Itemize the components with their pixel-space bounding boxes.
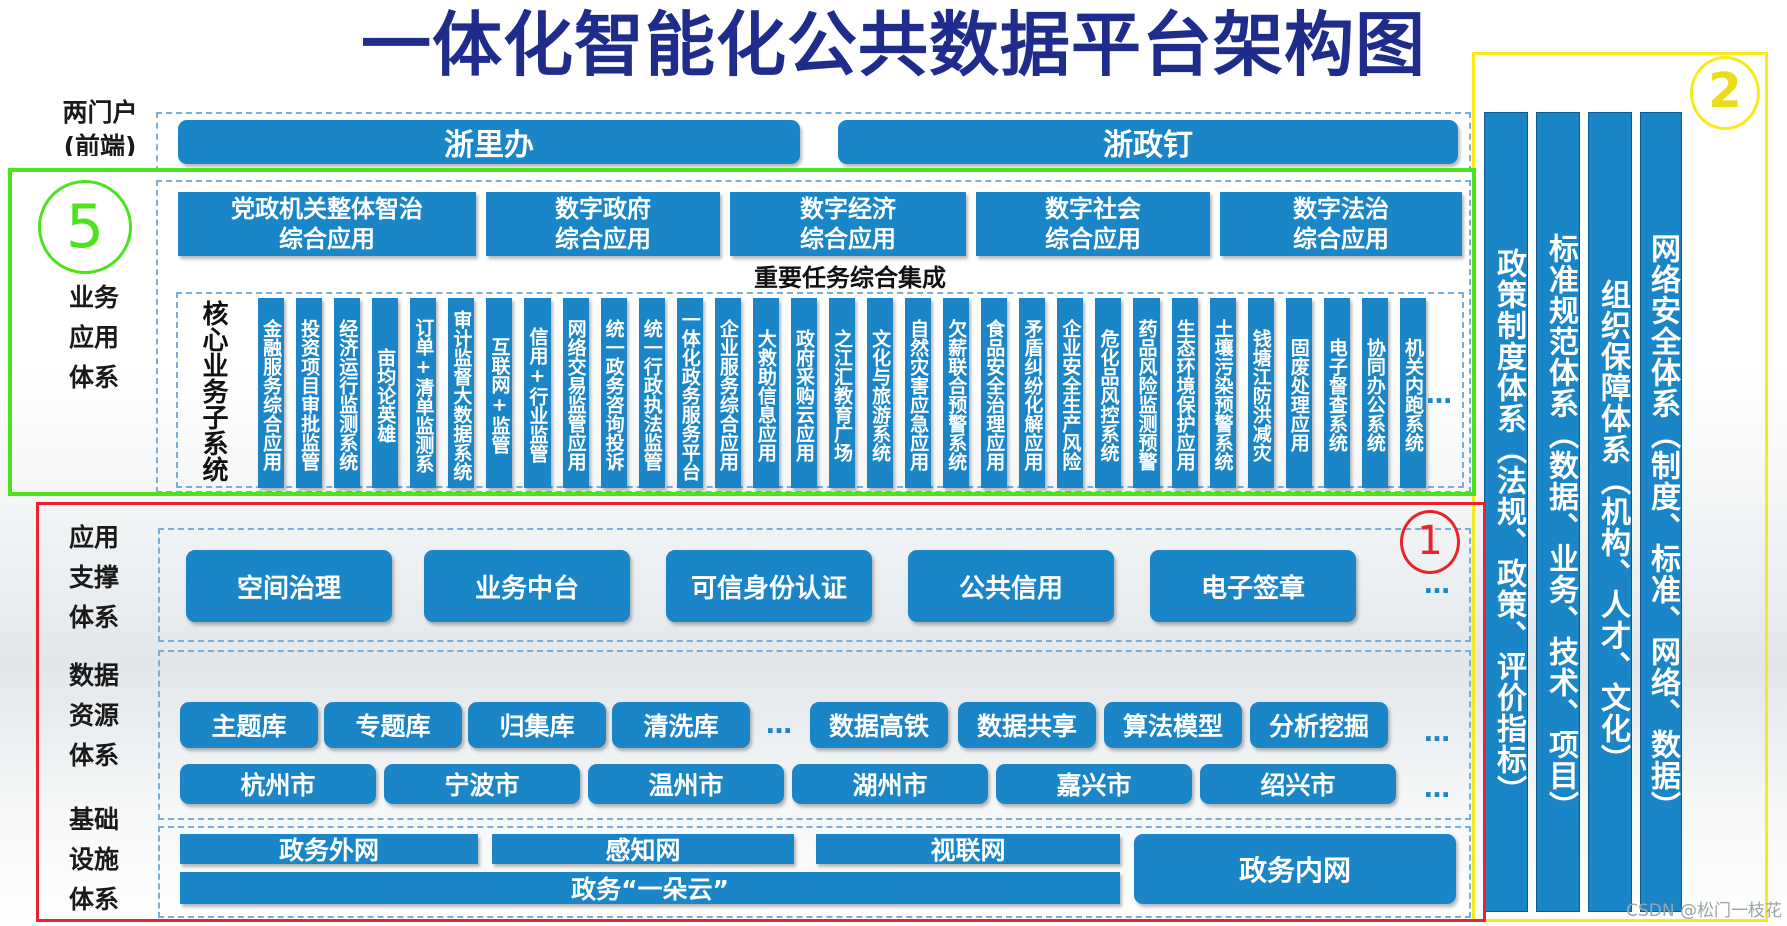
support-credit: 公共信用 — [908, 550, 1114, 622]
pillar-standards: 标准规范体系（数据、业务、技术、项目） — [1536, 112, 1580, 912]
portal-zheliban: 浙里办 — [178, 120, 800, 164]
layer-label-support: 应用 支撑 体系 — [68, 523, 119, 632]
support-business-platform: 业务中台 — [424, 550, 630, 622]
subsystem-item: 订单+清单监测系 — [410, 298, 437, 488]
city-item: 杭州市 — [180, 764, 376, 804]
subsystem-item: 信用+行业监管 — [524, 298, 551, 488]
subsystem-more: … — [1426, 380, 1453, 410]
subsystem-item: 土壤污染预警系统 — [1209, 298, 1236, 488]
subsystem-region — [176, 292, 1464, 488]
subsystem-item: 自然灾害应急应用 — [905, 298, 932, 488]
subsystem-item: 药品风险监测预警 — [1133, 298, 1160, 488]
annotation-circle-five: 5 — [38, 180, 132, 274]
integrated-app-party: 党政机关整体智治 综合应用 — [178, 192, 476, 256]
data-row1-more: … — [1424, 718, 1451, 748]
subsystem-item: 危化品风控系统 — [1095, 298, 1122, 488]
subsystem-item: 文化与旅游系统 — [867, 298, 894, 488]
support-region — [158, 528, 1471, 642]
data-resource-item: 归集库 — [468, 702, 606, 748]
data-resource-item: 专题库 — [324, 702, 462, 748]
subsystem-item: 生态环境保护应用 — [1171, 298, 1198, 488]
subsystem-item: 金融服务综合应用 — [258, 298, 285, 488]
infra-cloud: 政务“一朵云” — [180, 872, 1120, 904]
subsystem-item: 统一政务咨询投诉 — [600, 298, 627, 488]
pillar-security: 网络安全体系（制度、标准、网络、数据） — [1640, 112, 1682, 912]
subsystem-item: 电子督查系统 — [1323, 298, 1350, 488]
data-resource-item: 数据高铁 — [810, 702, 948, 748]
infra-sensing: 感知网 — [492, 834, 794, 865]
subsystem-item: 投资项目审批监管 — [296, 298, 323, 488]
integration-label: 重要任务综合集成 — [754, 264, 946, 292]
watermark: CSDN @松门一枝花 — [1626, 901, 1782, 921]
data-resource-item: 分析挖掘 — [1250, 702, 1388, 748]
data-row2-more: … — [1424, 774, 1451, 804]
integrated-app-economy: 数字经济 综合应用 — [730, 192, 966, 256]
core-subsystem-label: 核心业务子系统 — [198, 300, 228, 482]
annotation-red-box — [36, 502, 1486, 922]
subsystem-item: 亩均论英雄 — [372, 298, 399, 488]
annotation-circle-two: 2 — [1690, 56, 1760, 130]
subsystem-item: 矛盾纠纷化解应用 — [1019, 298, 1046, 488]
annotation-number-two: 2 — [1708, 63, 1742, 119]
infra-intranet: 政务内网 — [1134, 834, 1456, 904]
subsystem-item: 网络交易监管应用 — [562, 298, 589, 488]
subsystem-item: 食品安全治理应用 — [981, 298, 1008, 488]
support-signature: 电子签章 — [1150, 550, 1356, 622]
subsystem-item: 企业服务综合应用 — [714, 298, 741, 488]
city-item: 绍兴市 — [1200, 764, 1396, 804]
portal-zhezhengding: 浙政钉 — [838, 120, 1458, 164]
subsystem-item: 固废处理应用 — [1285, 298, 1312, 488]
subsystem-item: 一体化政务服务平台 — [676, 298, 703, 488]
integrated-app-society: 数字社会 综合应用 — [976, 192, 1210, 256]
annotation-green-box — [8, 168, 1476, 496]
subsystem-item: 机关内跑系统 — [1399, 298, 1426, 488]
infra-extranet: 政务外网 — [180, 834, 478, 865]
city-item: 温州市 — [588, 764, 784, 804]
subsystem-item: 审计监督大数据系统 — [448, 298, 475, 488]
data-resource-item: 数据共享 — [958, 702, 1096, 748]
infra-video: 视联网 — [816, 834, 1120, 865]
infra-region — [158, 826, 1471, 918]
layer-label-infra: 基础 设施 体系 — [68, 805, 119, 914]
city-item: 湖州市 — [792, 764, 988, 804]
subsystem-item: 协同办公系统 — [1361, 298, 1388, 488]
annotation-number-one: 1 — [1417, 518, 1443, 564]
subsystem-item: 企业安全生产风险 — [1057, 298, 1084, 488]
data-row1-mid-more: … — [766, 710, 793, 740]
city-item: 嘉兴市 — [996, 764, 1192, 804]
subsystem-item: 之江汇教育广场 — [828, 298, 856, 488]
subsystem-item: 钱塘江防洪减灾 — [1247, 298, 1274, 488]
support-more: … — [1424, 570, 1451, 600]
subsystem-item: 大救助信息应用 — [752, 298, 779, 488]
subsystem-item: 经济运行监测系统 — [334, 298, 361, 488]
subsystem-item: 互联网+监管 — [486, 298, 513, 488]
support-identity: 可信身份认证 — [666, 550, 872, 622]
data-resource-item: 主题库 — [180, 702, 318, 748]
data-resource-item: 清洗库 — [612, 702, 750, 748]
annotation-yellow-box — [1472, 52, 1768, 922]
annotation-number-five: 5 — [65, 192, 105, 262]
subsystem-item: 统一行政执法监管 — [638, 298, 665, 488]
annotation-circle-one: 1 — [1400, 510, 1460, 574]
pillar-organization: 组织保障体系（机构、人才、文化） — [1588, 112, 1632, 912]
integrated-app-rule-of-law: 数字法治 综合应用 — [1220, 192, 1462, 256]
data-row-2: 杭州市宁波市温州市湖州市嘉兴市绍兴市 — [180, 764, 1410, 804]
data-resource-item: 算法模型 — [1104, 702, 1242, 748]
layer-label-portal: 两门户 (前端) — [62, 98, 138, 156]
layer-label-data: 数据 资源 体系 — [68, 661, 119, 770]
pillar-policy: 政策制度体系（法规、政策、评价指标） — [1484, 112, 1528, 912]
page-title: 一体化智能化公共数据平台架构图 — [361, 4, 1426, 86]
layer-label-business: 业务 应用 体系 — [68, 283, 119, 392]
subsystem-item: 政府采购云应用 — [790, 298, 817, 488]
integrated-app-government: 数字政府 综合应用 — [486, 192, 720, 256]
subsystem-list: 金融服务综合应用投资项目审批监管经济运行监测系统亩均论英雄订单+清单监测系审计监… — [256, 298, 1436, 490]
subsystem-item: 欠薪联合预警系统 — [943, 298, 970, 488]
data-region — [158, 650, 1471, 820]
support-spatial: 空间治理 — [186, 550, 392, 622]
data-row-1: 主题库专题库归集库清洗库 数据高铁数据共享算法模型分析挖掘 — [180, 702, 1410, 748]
city-item: 宁波市 — [384, 764, 580, 804]
